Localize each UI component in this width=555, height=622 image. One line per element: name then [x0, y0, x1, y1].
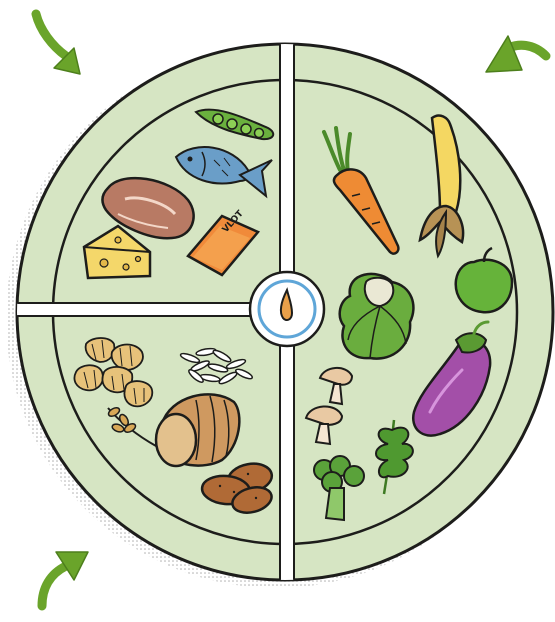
arrow-top-left-icon [36, 14, 80, 74]
center-water-drop-icon [250, 272, 324, 346]
arrow-top-right-icon [486, 36, 546, 72]
cabbage-icon [340, 274, 414, 359]
arrow-bottom-left-icon [42, 552, 88, 606]
